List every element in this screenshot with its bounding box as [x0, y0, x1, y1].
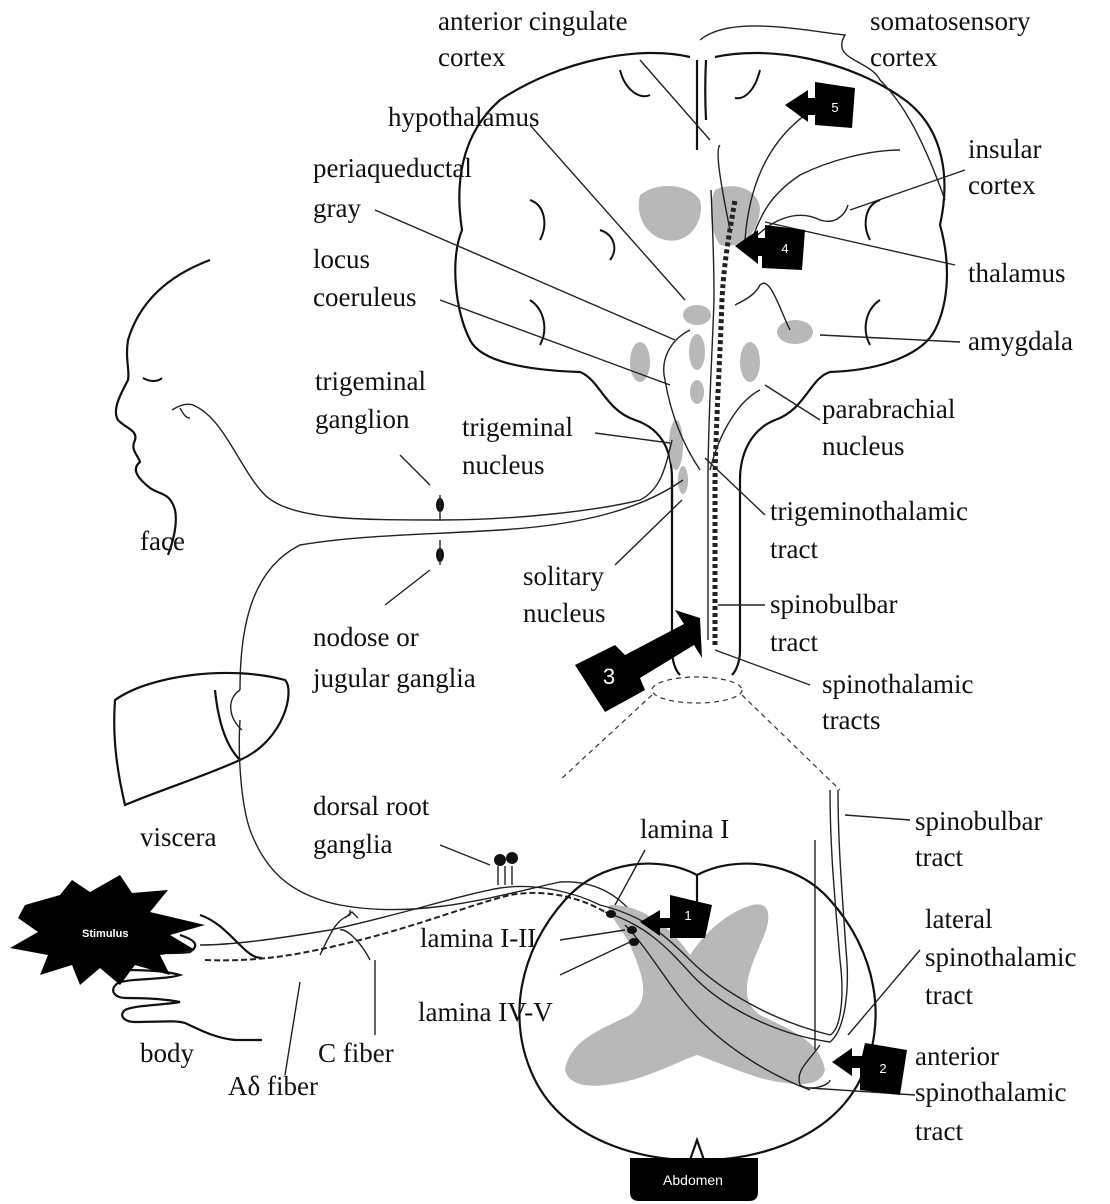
parabrachial-small: [690, 380, 704, 404]
arrow-4-number: 4: [781, 241, 788, 256]
svg-text:coeruleus: coeruleus: [313, 282, 416, 312]
svg-text:anterior: anterior: [915, 1041, 999, 1071]
svg-text:body: body: [140, 1038, 195, 1068]
label-trigeminal-nucleus: trigeminal nucleus: [462, 412, 573, 480]
lc-right: [740, 342, 760, 382]
svg-text:jugular ganglia: jugular ganglia: [312, 663, 476, 693]
stimulus-label: Stimulus: [82, 928, 128, 940]
amygdala-nucleus: [777, 320, 813, 344]
abdomen-tab[interactable]: Abdomen: [630, 1158, 758, 1201]
svg-text:nodose or: nodose or: [313, 622, 419, 652]
label-somatosensory-cortex: somatosensory cortex: [870, 6, 1031, 72]
label-spinobulbar-tract-bottom: spinobulbar tract: [915, 806, 1043, 872]
svg-text:lateral: lateral: [925, 904, 992, 934]
svg-text:nucleus: nucleus: [462, 450, 544, 480]
svg-text:periaqueductal: periaqueductal: [313, 153, 472, 183]
svg-text:spinothalamic: spinothalamic: [915, 1077, 1066, 1107]
svg-text:spinothalamic: spinothalamic: [925, 942, 1076, 972]
svg-text:tract: tract: [770, 627, 818, 657]
svg-text:nucleus: nucleus: [523, 598, 605, 628]
label-amygdala: amygdala: [968, 326, 1073, 356]
arrow-5: 5: [785, 82, 855, 128]
svg-text:lamina I-II: lamina I-II: [420, 923, 536, 953]
svg-text:trigeminothalamic: trigeminothalamic: [770, 496, 968, 526]
arrow-1-number: 1: [684, 908, 691, 923]
label-spinothalamic-tracts: spinothalamic tracts: [822, 669, 973, 735]
svg-text:tracts: tracts: [822, 705, 880, 735]
brain-tracts: [664, 105, 900, 645]
svg-text:tract: tract: [925, 980, 973, 1010]
svg-text:lamina I: lamina I: [640, 814, 729, 844]
svg-text:amygdala: amygdala: [968, 326, 1073, 356]
peripheral-fibers: [200, 852, 605, 960]
label-face: face: [140, 526, 185, 556]
svg-text:locus: locus: [313, 244, 370, 274]
svg-text:tract: tract: [915, 842, 963, 872]
svg-text:trigeminal: trigeminal: [462, 412, 573, 442]
svg-text:tract: tract: [770, 534, 818, 564]
label-parabrachial-nucleus: parabrachial nucleus: [822, 394, 955, 461]
abdomen-tab-label[interactable]: Abdomen: [663, 1172, 723, 1188]
label-lamina-iv-v: lamina IV-V: [418, 997, 553, 1027]
label-locus-coeruleus: locus coeruleus: [313, 244, 416, 312]
stimulus-burst: Stimulus: [10, 875, 205, 985]
label-periaqueductal-gray: periaqueductal gray: [313, 153, 472, 223]
svg-text:tract: tract: [915, 1116, 963, 1146]
svg-text:face: face: [140, 526, 185, 556]
svg-text:parabrachial: parabrachial: [822, 394, 955, 424]
svg-text:cortex: cortex: [870, 42, 938, 72]
label-lamina-i-ii: lamina I-II: [420, 923, 536, 953]
label-a-delta-fiber: Aδ fiber: [228, 1071, 318, 1101]
label-nodose-or-jugular-ganglia: nodose or jugular ganglia: [312, 622, 476, 693]
drg-circle-right: [506, 852, 518, 864]
arrow-2: 2: [832, 1043, 907, 1095]
label-viscera: viscera: [140, 822, 216, 852]
label-thalamus: thalamus: [968, 258, 1065, 288]
label-body: body: [140, 1038, 195, 1068]
label-solitary-nucleus: solitary nucleus: [523, 561, 605, 628]
svg-text:somatosensory: somatosensory: [870, 6, 1031, 36]
svg-text:spinothalamic: spinothalamic: [822, 669, 973, 699]
svg-text:trigeminal: trigeminal: [315, 366, 426, 396]
arrow-3-number: 3: [603, 664, 615, 689]
label-c-fiber: C fiber: [318, 1038, 394, 1068]
svg-text:lamina IV-V: lamina IV-V: [418, 997, 553, 1027]
svg-text:viscera: viscera: [140, 822, 216, 852]
svg-text:spinobulbar: spinobulbar: [915, 806, 1043, 836]
label-trigeminothalamic-tract: trigeminothalamic tract: [770, 496, 968, 564]
arrow-2-number: 2: [879, 1061, 886, 1076]
arrow-5-number: 5: [831, 100, 838, 115]
svg-text:ganglion: ganglion: [315, 404, 410, 434]
label-anterior-cingulate-cortex: anterior cingulate cortex: [438, 6, 628, 72]
svg-text:hypothalamus: hypothalamus: [388, 102, 539, 132]
thalamus-left: [639, 186, 701, 241]
svg-text:ganglia: ganglia: [313, 829, 392, 859]
label-anterior-spinothalamic-tract: anterior spinothalamic tract: [915, 1041, 1066, 1146]
svg-text:C fiber: C fiber: [318, 1038, 394, 1068]
svg-text:spinobulbar: spinobulbar: [770, 589, 898, 619]
label-spinobulbar-tract-top: spinobulbar tract: [770, 589, 898, 657]
svg-text:dorsal root: dorsal root: [313, 791, 430, 821]
svg-text:thalamus: thalamus: [968, 258, 1065, 288]
svg-text:cortex: cortex: [438, 42, 506, 72]
svg-text:insular: insular: [968, 134, 1042, 164]
svg-text:Aδ fiber: Aδ fiber: [228, 1071, 318, 1101]
drg-circle-left: [494, 854, 506, 866]
label-insular-cortex: insular cortex: [968, 134, 1042, 200]
svg-text:nucleus: nucleus: [822, 431, 904, 461]
label-dorsal-root-ganglia: dorsal root ganglia: [313, 791, 430, 859]
svg-text:solitary: solitary: [523, 561, 604, 591]
label-lateral-spinothalamic-tract: lateral spinothalamic tract: [925, 904, 1076, 1010]
svg-text:anterior cingulate: anterior cingulate: [438, 6, 628, 36]
spinal-cord-section: [519, 790, 875, 1160]
hypothalamus-nucleus: [683, 305, 711, 325]
label-hypothalamus: hypothalamus: [388, 102, 539, 132]
label-trigeminal-ganglion: trigeminal ganglion: [315, 366, 426, 434]
label-lamina-i: lamina I: [640, 814, 729, 844]
svg-text:cortex: cortex: [968, 170, 1036, 200]
svg-text:gray: gray: [313, 193, 361, 223]
pag-nucleus: [689, 334, 705, 370]
